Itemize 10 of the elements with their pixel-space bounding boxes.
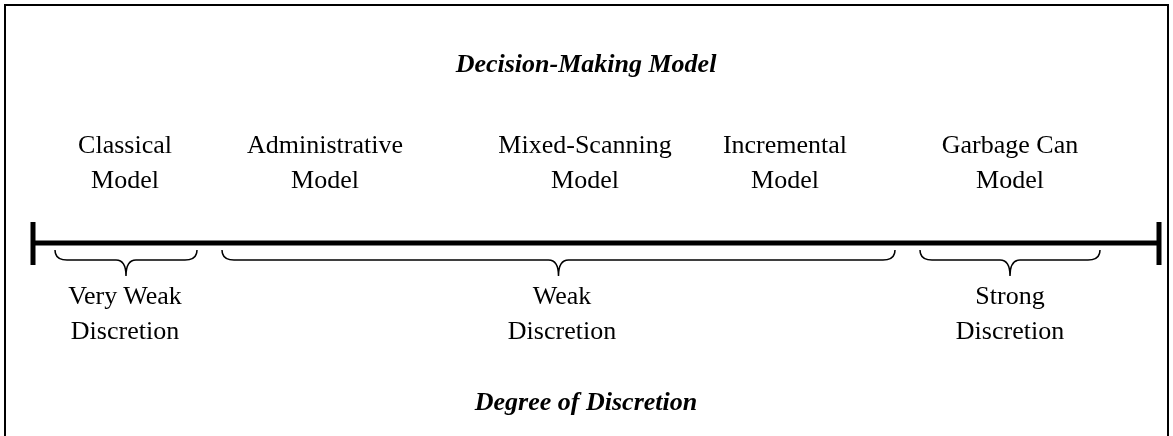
model-label: Mixed-Scanning Model (497, 129, 673, 196)
discretion-label: Very Weak Discretion (67, 280, 183, 347)
axis-title: Degree of Discretion (474, 386, 698, 418)
discretion-label: Strong Discretion (954, 280, 1066, 347)
diagram-title: Decision-Making Model (455, 48, 717, 80)
model-label: Classical Model (77, 129, 173, 196)
model-label: Incremental Model (721, 129, 849, 196)
model-label: Garbage Can Model (940, 129, 1080, 196)
model-label: Administrative Model (246, 129, 404, 196)
discretion-label: Weak Discretion (506, 280, 618, 347)
